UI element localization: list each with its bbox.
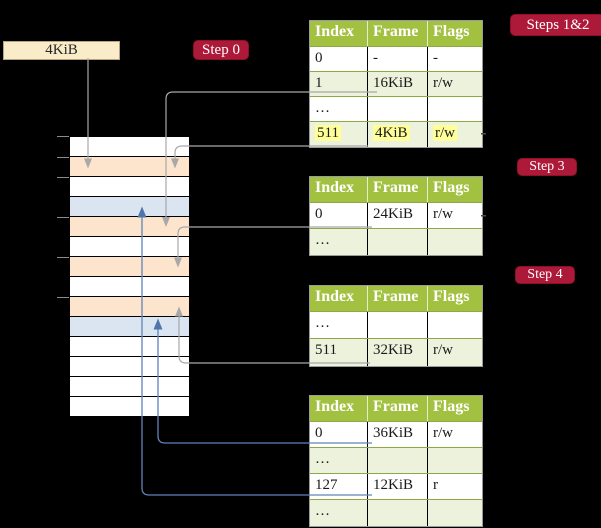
table-row: … (310, 312, 482, 339)
table-cell (428, 229, 482, 255)
table-cell: r/w (433, 425, 453, 441)
table-cell: r/w (433, 206, 453, 222)
table-row: 0 24KiB r/w (310, 203, 482, 229)
table-cell: r/w (433, 125, 457, 141)
memory-frame-row (70, 257, 189, 277)
memory-tick (57, 296, 69, 298)
table-row: … (310, 229, 482, 255)
table-cell: - (368, 47, 428, 71)
table-cell: 12KiB (368, 474, 428, 499)
table-cell (368, 448, 428, 473)
table-cell: 4KiB (368, 122, 428, 147)
table-cell: … (310, 312, 368, 338)
memory-frame-row (70, 157, 189, 177)
table-cell: 24KiB (368, 203, 428, 228)
table-header-row: Index Frame Flags (310, 286, 482, 312)
column-header-flags: Flags (433, 179, 470, 196)
table-cell: r/w (433, 342, 453, 358)
memory-frame-row (70, 237, 189, 257)
column-header-frame: Frame (368, 177, 428, 202)
memory-frame-row (70, 297, 189, 317)
badge-step-4: Step 4 (515, 266, 575, 284)
table-cell: r (433, 477, 438, 493)
table-cell: … (310, 97, 368, 121)
table-row: … (310, 448, 482, 474)
page-table-step-4: Index Frame Flags … 511 32KiB r/w (309, 285, 483, 367)
table-cell (368, 312, 428, 338)
table-cell: … (310, 500, 368, 526)
memory-frame-row (70, 377, 189, 397)
table-cell (428, 97, 482, 121)
physical-memory-column (69, 136, 190, 417)
table-cell: 16KiB (368, 72, 428, 96)
memory-frame-row (70, 317, 189, 337)
column-header-index: Index (310, 396, 368, 421)
table-cell: … (310, 448, 368, 473)
table-row: 0 - - (310, 47, 482, 72)
table-cell (428, 448, 482, 473)
table-row: … (310, 500, 482, 526)
table-cell (368, 97, 428, 121)
badge-steps-1-2: Steps 1&2 (510, 14, 601, 36)
memory-tick (57, 256, 69, 258)
page-table-steps-1-2: Index Frame Flags 0 - - 1 16KiB r/w … 51… (309, 20, 483, 148)
column-header-frame: Frame (368, 396, 428, 421)
table-header-row: Index Frame Flags (310, 396, 482, 422)
column-header-index: Index (310, 286, 368, 311)
table-cell: r/w (433, 75, 453, 91)
table-row: 127 12KiB r (310, 474, 482, 500)
page-table-step-3: Index Frame Flags 0 24KiB r/w … (309, 176, 483, 256)
badge-step-3: Step 3 (517, 158, 577, 176)
memory-frame-row (70, 137, 189, 157)
table-cell: 0 (310, 422, 368, 447)
column-header-flags: Flags (433, 288, 470, 305)
table-cell (368, 229, 428, 255)
table-cell: 32KiB (368, 339, 428, 366)
table-cell: - (433, 50, 438, 66)
column-header-frame: Frame (368, 21, 428, 46)
table-cell: … (310, 229, 368, 255)
memory-frame-row (70, 197, 189, 217)
column-header-index: Index (310, 177, 368, 202)
table-cell: 127 (310, 474, 368, 499)
table-row: 511 32KiB r/w (310, 339, 482, 366)
memory-tick (57, 136, 69, 137)
table-cell (428, 500, 482, 526)
column-header-flags: Flags (433, 398, 470, 415)
badge-step-0: Step 0 (193, 40, 249, 60)
column-header-frame: Frame (368, 286, 428, 311)
table-cell: 511 (310, 122, 368, 147)
table-cell: 0 (310, 47, 368, 71)
memory-frame-row (70, 357, 189, 377)
memory-frame-row (70, 177, 189, 197)
memory-tick (57, 156, 69, 158)
table-row: … (310, 97, 482, 122)
table-row-highlighted: 511 4KiB r/w (310, 122, 482, 147)
table-row: 0 36KiB r/w (310, 422, 482, 448)
table-cell: 0 (310, 203, 368, 228)
page-size-box: 4KiB (3, 41, 120, 60)
memory-frame-row (70, 337, 189, 357)
column-header-flags: Flags (433, 23, 470, 40)
table-cell (368, 500, 428, 526)
memory-tick (57, 216, 69, 218)
memory-frame-row (70, 397, 189, 416)
page-table-leaf: Index Frame Flags 0 36KiB r/w … 127 12Ki… (309, 395, 483, 527)
column-header-index: Index (310, 21, 368, 46)
table-row: 1 16KiB r/w (310, 72, 482, 97)
table-cell: 36KiB (368, 422, 428, 447)
table-header-row: Index Frame Flags (310, 177, 482, 203)
table-cell (428, 312, 482, 338)
memory-tick (57, 176, 69, 178)
memory-frame-row (70, 277, 189, 297)
table-cell: 1 (310, 72, 368, 96)
table-header-row: Index Frame Flags (310, 21, 482, 47)
table-cell: 511 (310, 339, 368, 366)
memory-frame-row (70, 217, 189, 237)
